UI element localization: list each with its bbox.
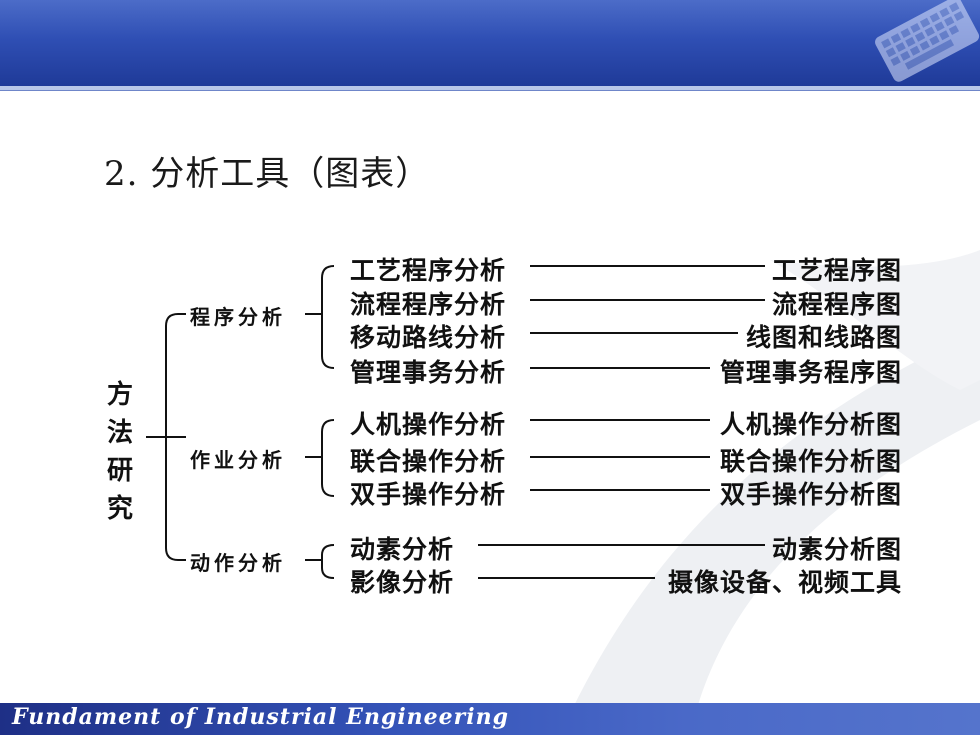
- chart-label: 工艺程序图: [771, 256, 902, 285]
- method-label: 影像分析: [350, 568, 455, 597]
- method-label: 双手操作分析: [350, 480, 507, 509]
- chart-label: 人机操作分析图: [719, 410, 902, 439]
- chart-label: 摄像设备、视频工具: [667, 568, 902, 597]
- group-label: 程序分析: [190, 305, 286, 329]
- keyboard-icon: [875, 0, 980, 82]
- footer-banner: Fundament of Industrial Engineering: [0, 703, 980, 735]
- chart-label: 流程程序图: [771, 290, 902, 319]
- method-label: 工艺程序分析: [350, 256, 507, 285]
- chart-label: 双手操作分析图: [719, 480, 902, 509]
- method-label: 人机操作分析: [350, 410, 507, 439]
- method-label: 流程程序分析: [350, 290, 507, 319]
- header-banner: [0, 0, 980, 86]
- group-label: 动作分析: [190, 551, 286, 575]
- method-label: 联合操作分析: [350, 447, 507, 476]
- chart-label: 联合操作分析图: [719, 447, 902, 476]
- root-node: 方法研究: [107, 380, 134, 524]
- chart-label: 线图和线路图: [745, 323, 902, 352]
- chart-label: 管理事务程序图: [719, 358, 902, 387]
- method-label: 动素分析: [350, 535, 455, 564]
- method-label: 移动路线分析: [350, 323, 507, 352]
- footer-text: Fundament of Industrial Engineering: [12, 704, 509, 730]
- slide-title: 2. 分析工具（图表）: [104, 154, 431, 194]
- method-label: 管理事务分析: [350, 358, 507, 387]
- group-label: 作业分析: [190, 448, 286, 472]
- header-divider-thin: [0, 90, 980, 91]
- header-divider: [0, 86, 980, 90]
- chart-label: 动素分析图: [771, 535, 902, 564]
